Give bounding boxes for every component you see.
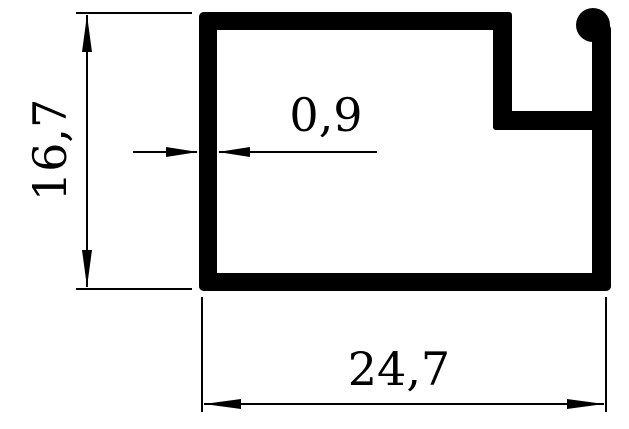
profile-bottom-wall: [199, 273, 611, 291]
profile-notch-horizontal: [493, 111, 611, 130]
width-arrow-right: [567, 399, 604, 409]
height-dimension: [76, 12, 192, 290]
thickness-arrow-left: [166, 147, 198, 157]
width-label: 24,7: [348, 342, 450, 396]
profile-left-wall: [199, 12, 217, 291]
thickness-label: 0,9: [289, 88, 362, 142]
profile-notch-vertical: [493, 12, 512, 130]
height-label: 16,7: [23, 99, 77, 201]
profile-right-wall: [592, 24, 611, 291]
thickness-arrow-right: [218, 147, 250, 157]
height-arrow-top: [82, 15, 92, 52]
profile-bead: [576, 8, 610, 42]
profile-top-wall: [199, 12, 512, 30]
profile-section: [199, 8, 611, 291]
thickness-dimension: [133, 147, 377, 157]
width-dimension: [201, 297, 607, 412]
height-arrow-bottom: [82, 250, 92, 287]
width-arrow-left: [204, 399, 241, 409]
